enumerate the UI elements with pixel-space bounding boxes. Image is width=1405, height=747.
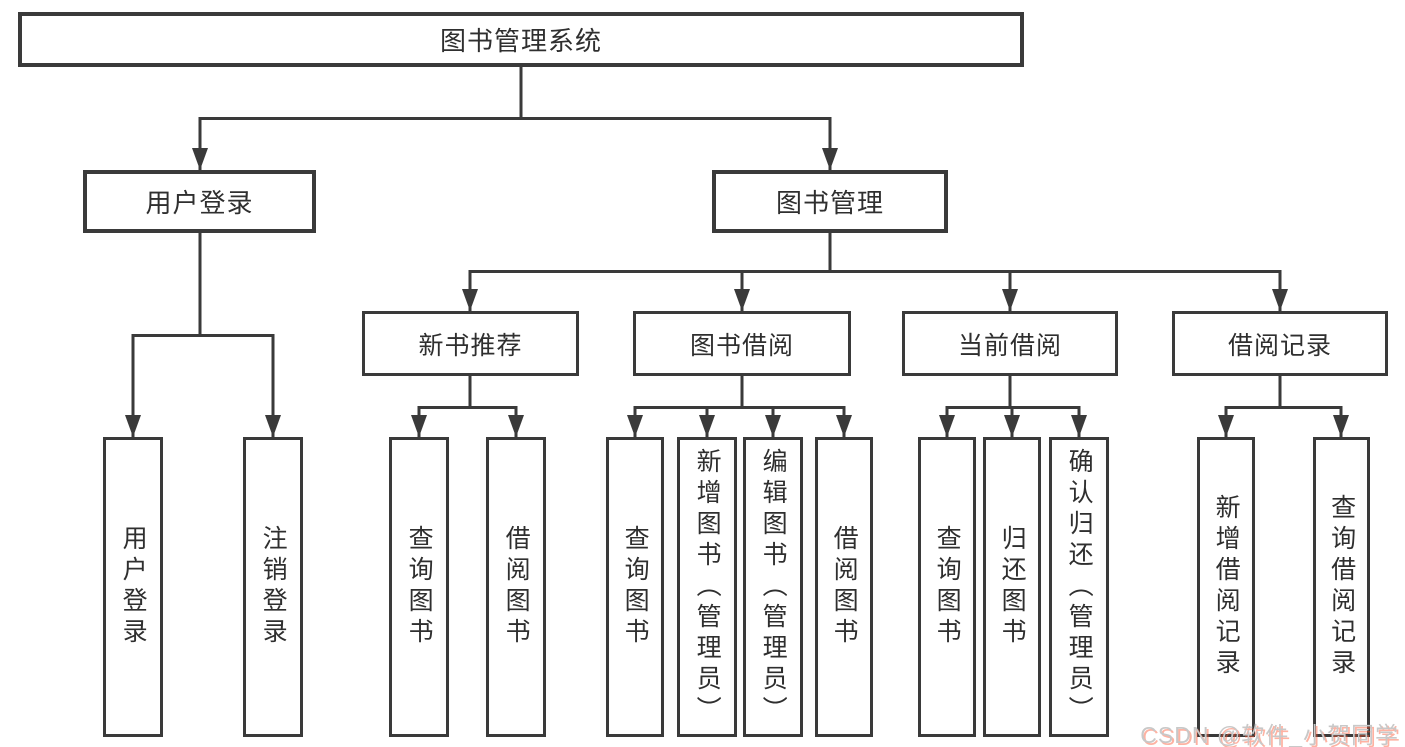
arrow-down-icon	[462, 289, 478, 311]
arrow-down-icon	[265, 415, 281, 437]
leaf-borrow-books-borrowing: 借阅图书	[815, 437, 873, 737]
arrow-down-icon	[822, 148, 838, 170]
arrow-down-icon	[411, 415, 427, 437]
leaf-query-books-borrowing: 查询图书	[606, 437, 664, 737]
arrow-down-icon	[765, 415, 781, 437]
leaf-borrow-books-recommend: 借阅图书	[486, 437, 546, 737]
arrow-down-icon	[1002, 289, 1018, 311]
leaf-query-borrow-record: 查询借阅记录	[1313, 437, 1370, 737]
arrow-down-icon	[734, 289, 750, 311]
arrow-down-icon	[1333, 415, 1349, 437]
arrow-down-icon	[627, 415, 643, 437]
arrow-down-icon	[1218, 415, 1234, 437]
tree-edges	[131, 67, 1343, 437]
leaf-add-borrow-record: 新增借阅记录	[1197, 437, 1255, 737]
leaf-query-books-current: 查询图书	[918, 437, 976, 737]
arrow-down-icon	[699, 415, 715, 437]
node-book-borrowing: 图书借阅	[633, 311, 851, 376]
leaf-return-books: 归还图书	[983, 437, 1041, 737]
arrow-down-icon	[508, 415, 524, 437]
arrow-down-icon	[939, 415, 955, 437]
leaf-confirm-return-admin: 确认归还（管理员）	[1049, 437, 1109, 737]
arrow-down-icon	[1004, 415, 1020, 437]
node-library-management-system: 图书管理系统	[18, 12, 1024, 67]
node-book-management: 图书管理	[712, 170, 948, 233]
arrow-down-icon	[1272, 289, 1288, 311]
leaf-user-login: 用户登录	[103, 437, 163, 737]
node-current-borrowing: 当前借阅	[902, 311, 1118, 376]
arrow-down-icon	[836, 415, 852, 437]
node-user-login: 用户登录	[83, 170, 316, 233]
arrow-down-icon	[125, 415, 141, 437]
arrow-down-icon	[1071, 415, 1087, 437]
leaf-add-books-admin: 新增图书（管理员）	[677, 437, 737, 737]
node-borrowing-records: 借阅记录	[1172, 311, 1388, 376]
node-new-book-recommendation: 新书推荐	[362, 311, 579, 376]
csdn-watermark: CSDN @软件_小贺同学	[1140, 722, 1399, 747]
arrow-down-icon	[192, 148, 208, 170]
leaf-edit-books-admin: 编辑图书（管理员）	[743, 437, 803, 737]
leaf-logout: 注销登录	[243, 437, 303, 737]
leaf-query-books-recommend: 查询图书	[389, 437, 449, 737]
